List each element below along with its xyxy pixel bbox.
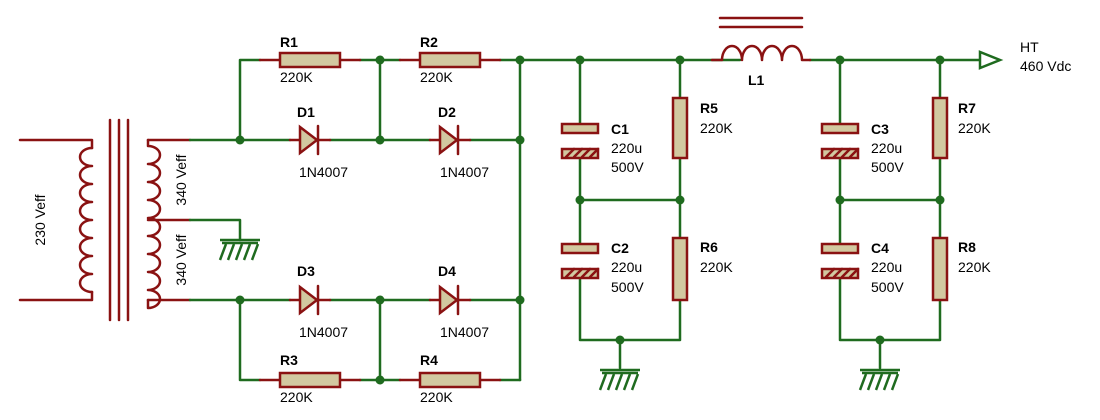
junction-dot — [935, 55, 945, 65]
capacitor-c3: C3 220u 500V — [820, 121, 904, 175]
junction-dot — [935, 195, 945, 205]
resistor-ref: R3 — [280, 352, 298, 368]
resistor-value: 220K — [280, 69, 313, 85]
capacitor-ref: C2 — [611, 240, 629, 256]
ground-symbol-filter-1 — [598, 368, 640, 391]
resistor-ref: R5 — [700, 100, 718, 116]
diode-d1: D1 1N4007 — [288, 104, 348, 180]
junction-dot — [235, 135, 245, 145]
resistor-value: 220K — [958, 120, 991, 136]
junction-dot — [575, 195, 585, 205]
junction-dot — [515, 295, 525, 305]
junction-dot — [375, 375, 385, 385]
diode-value: 1N4007 — [299, 164, 348, 180]
diode-d2: D2 1N4007 — [428, 104, 489, 180]
junction-dot — [515, 135, 525, 145]
junction-dot — [575, 55, 585, 65]
resistor-value: 220K — [958, 259, 991, 275]
primary-lead-bottom — [18, 290, 94, 302]
diode-value: 1N4007 — [440, 164, 489, 180]
resistor-r6: R6 220K — [671, 236, 733, 302]
resistor-ref: R2 — [420, 34, 438, 50]
diode-ref: D4 — [438, 263, 456, 279]
junction-dot — [615, 335, 625, 345]
capacitor-c1: C1 220u 500V — [560, 121, 644, 175]
resistor-value: 220K — [420, 389, 453, 405]
capacitor-ref: C4 — [871, 240, 889, 256]
junction-dot — [675, 55, 685, 65]
junction-dot — [375, 295, 385, 305]
transformer: 230 Veff 340 Veff 340 Veff — [18, 118, 192, 322]
resistor-value: 220K — [420, 69, 453, 85]
capacitor-value: 220u — [611, 140, 642, 156]
resistor-value: 220K — [700, 120, 733, 136]
diode-ref: D2 — [438, 104, 456, 120]
capacitor-voltage: 500V — [871, 279, 904, 295]
output-voltage: 460 Vdc — [1020, 58, 1071, 74]
capacitor-ref: C3 — [871, 121, 889, 137]
secondary-bottom-voltage-label: 340 Veff — [173, 234, 189, 285]
capacitor-voltage: 500V — [611, 279, 644, 295]
inductor-ref: L1 — [748, 72, 765, 88]
resistor-r3: R3 220K — [258, 352, 362, 405]
junctions — [235, 55, 945, 385]
resistor-r2: R2 220K — [398, 34, 502, 85]
primary-lead-top — [18, 138, 94, 150]
diode-value: 1N4007 — [440, 324, 489, 340]
resistor-ref: R7 — [958, 100, 976, 116]
resistor-r5: R5 220K — [671, 96, 733, 160]
resistor-value: 220K — [280, 389, 313, 405]
inductor-coil — [710, 44, 812, 62]
junction-dot — [515, 55, 525, 65]
output-terminal: HT 460 Vdc — [978, 39, 1071, 74]
capacitor-ref: C1 — [611, 121, 629, 137]
resistor-r8: R8 220K — [931, 236, 991, 302]
output-name: HT — [1020, 39, 1039, 55]
junction-dot — [835, 195, 845, 205]
junction-dot — [675, 195, 685, 205]
junction-dot — [835, 55, 845, 65]
resistor-ref: R1 — [280, 34, 298, 50]
capacitor-voltage: 500V — [871, 159, 904, 175]
resistor-ref: R4 — [420, 352, 438, 368]
resistor-r4: R4 220K — [398, 352, 502, 405]
diode-ref: D3 — [297, 263, 315, 279]
capacitor-value: 220u — [871, 140, 902, 156]
junction-dot — [235, 295, 245, 305]
capacitor-c4: C4 220u 500V — [820, 240, 904, 295]
diode-value: 1N4007 — [299, 324, 348, 340]
resistor-r7: R7 220K — [931, 96, 991, 160]
primary-winding — [78, 146, 94, 294]
capacitor-value: 220u — [611, 259, 642, 275]
capacitor-voltage: 500V — [611, 159, 644, 175]
junction-dot — [375, 55, 385, 65]
capacitor-c2: C2 220u 500V — [560, 240, 644, 295]
resistor-ref: R8 — [958, 239, 976, 255]
diode-ref: D1 — [297, 104, 315, 120]
ground-symbol-filter-2 — [858, 368, 900, 391]
primary-voltage-label: 230 Veff — [32, 194, 48, 245]
inductor-l1: L1 — [710, 16, 812, 88]
resistor-value: 220K — [700, 259, 733, 275]
secondary-top-voltage-label: 340 Veff — [173, 154, 189, 205]
resistor-ref: R6 — [700, 239, 718, 255]
diode-d4: D4 1N4007 — [428, 263, 489, 340]
junction-dot — [375, 135, 385, 145]
diode-d3: D3 1N4007 — [288, 263, 348, 340]
ground-symbol-transformer — [218, 238, 260, 261]
output-arrow-icon — [978, 50, 1004, 70]
secondary-winding — [146, 138, 162, 310]
resistor-r1: R1 220K — [258, 34, 362, 85]
capacitor-value: 220u — [871, 259, 902, 275]
junction-dot — [875, 335, 885, 345]
